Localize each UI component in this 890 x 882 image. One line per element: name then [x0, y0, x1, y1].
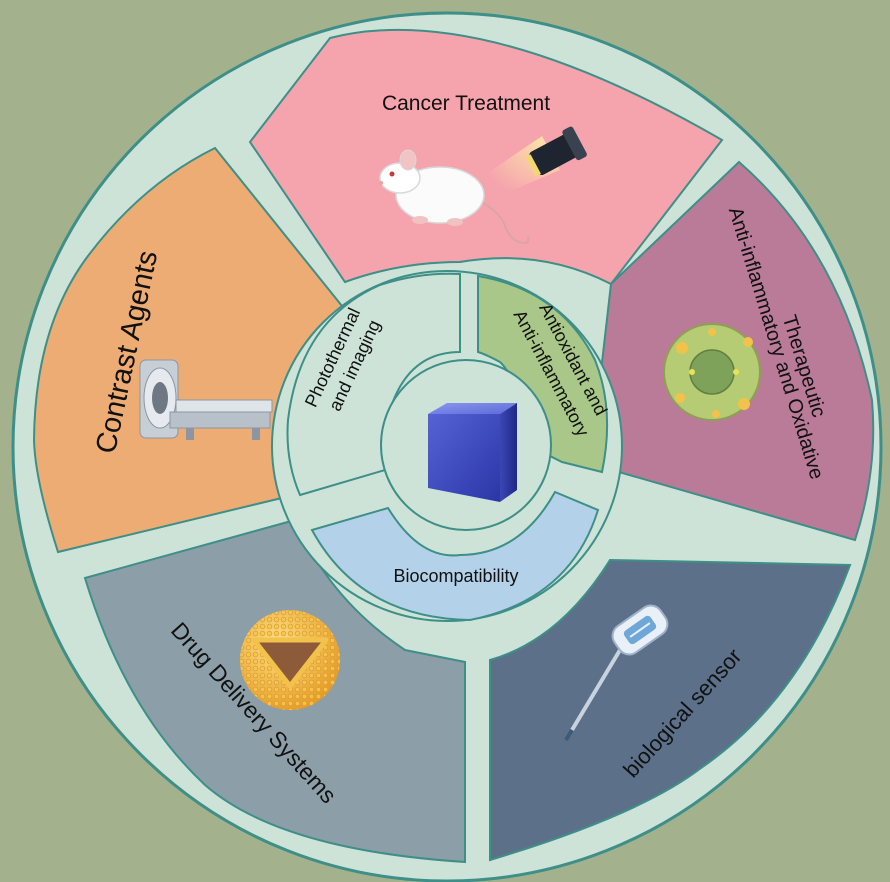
segment-cancer-treatment [248, 28, 724, 286]
biosensor-probe-icon [564, 604, 669, 742]
cube-icon [428, 403, 517, 502]
label-cancer-treatment: Cancer Treatment [382, 92, 550, 115]
segment-biological-sensor [489, 558, 852, 862]
inner-segment-photothermal [286, 272, 461, 497]
mri-scanner-icon [139, 359, 273, 440]
label-biocompatibility: Biocompatibility [393, 566, 518, 586]
inner-segment-antioxidant [477, 274, 609, 474]
inflamed-cell-icon [663, 323, 761, 421]
flashlight-icon [470, 126, 587, 205]
nanoparticle-sphere-icon [240, 610, 340, 710]
mouse-icon [379, 149, 530, 245]
inner-segment-biocompatibility [310, 490, 600, 622]
